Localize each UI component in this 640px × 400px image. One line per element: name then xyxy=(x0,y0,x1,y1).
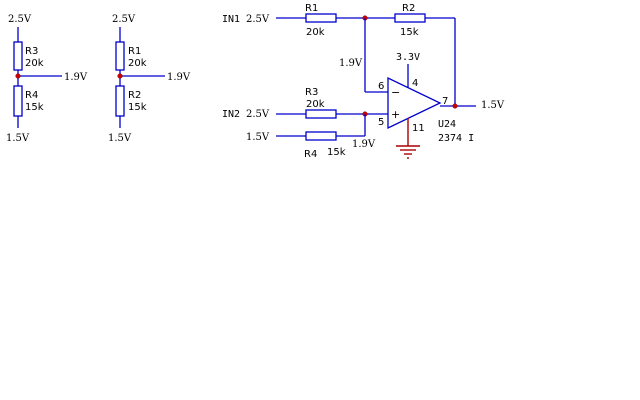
divider-b-r-bottom-value: 15k xyxy=(128,102,147,113)
divider-b-top-voltage: 2.5V xyxy=(112,14,136,25)
r3-value: 20k xyxy=(306,99,325,110)
divider-a: 2.5V 1.5V 1.9V R3 20k R4 15k xyxy=(6,14,88,144)
inverting-node-voltage: 1.9V xyxy=(339,58,363,69)
difference-amplifier: IN1 2.5V R1 20k R2 15k 1.9V IN2 2.5V R3 … xyxy=(222,3,505,160)
ref-voltage: 1.5V xyxy=(246,132,270,143)
opamp-minus-sign: − xyxy=(391,86,400,99)
r1-name: R1 xyxy=(305,3,318,14)
resistor-icon xyxy=(394,13,426,23)
resistor-icon xyxy=(305,131,337,141)
in2-label: IN2 xyxy=(222,109,240,120)
pin-noninverting: 5 xyxy=(378,117,384,128)
pin-out: 7 xyxy=(442,96,448,107)
junction-dot-icon xyxy=(15,73,21,79)
r3-name: R3 xyxy=(305,87,318,98)
ground-icon xyxy=(396,145,420,159)
in1-label: IN1 xyxy=(222,14,240,25)
divider-b-r-bottom-name: R2 xyxy=(128,90,141,101)
r2-name: R2 xyxy=(402,3,415,14)
junction-dot-icon xyxy=(117,73,123,79)
resistor-icon xyxy=(115,41,125,71)
r4-name: R4 xyxy=(304,149,317,160)
divider-b: 2.5V 1.5V 1.9V R1 20k R2 15k xyxy=(108,14,191,144)
r1-value: 20k xyxy=(306,27,325,38)
opamp-part-number: 2374 I xyxy=(438,133,474,144)
junction-dot-icon xyxy=(452,103,458,109)
opamp-designator: U24 xyxy=(438,119,456,130)
r4-value: 15k xyxy=(327,147,346,158)
pin-gnd: 11 xyxy=(412,123,425,134)
divider-a-r-top-name: R3 xyxy=(25,46,38,57)
resistor-icon xyxy=(13,41,23,71)
divider-a-r-bottom-value: 15k xyxy=(25,102,44,113)
opamp-icon xyxy=(387,76,442,130)
divider-a-bottom-voltage: 1.5V xyxy=(6,133,30,144)
resistor-icon xyxy=(305,13,337,23)
resistor-icon xyxy=(115,85,125,117)
opamp-plus-sign: + xyxy=(391,108,400,121)
divider-b-r-top-value: 20k xyxy=(128,58,147,69)
pin-vcc: 4 xyxy=(412,78,418,89)
r2-value: 15k xyxy=(400,27,419,38)
resistor-icon xyxy=(305,109,337,119)
in2-voltage: 2.5V xyxy=(246,109,270,120)
divider-b-r-top-name: R1 xyxy=(128,46,141,57)
divider-b-bottom-voltage: 1.5V xyxy=(108,133,132,144)
noninverting-node-voltage: 1.9V xyxy=(352,139,376,150)
divider-a-tap-voltage: 1.9V xyxy=(64,72,88,83)
divider-a-top-voltage: 2.5V xyxy=(8,14,32,25)
output-voltage: 1.5V xyxy=(481,100,505,111)
resistor-icon xyxy=(13,85,23,117)
divider-b-tap-voltage: 1.9V xyxy=(167,72,191,83)
in1-voltage: 2.5V xyxy=(246,14,270,25)
divider-a-r-top-value: 20k xyxy=(25,58,44,69)
supply-voltage: 3.3V xyxy=(396,52,420,63)
divider-a-r-bottom-name: R4 xyxy=(25,90,38,101)
pin-inverting: 6 xyxy=(378,81,384,92)
